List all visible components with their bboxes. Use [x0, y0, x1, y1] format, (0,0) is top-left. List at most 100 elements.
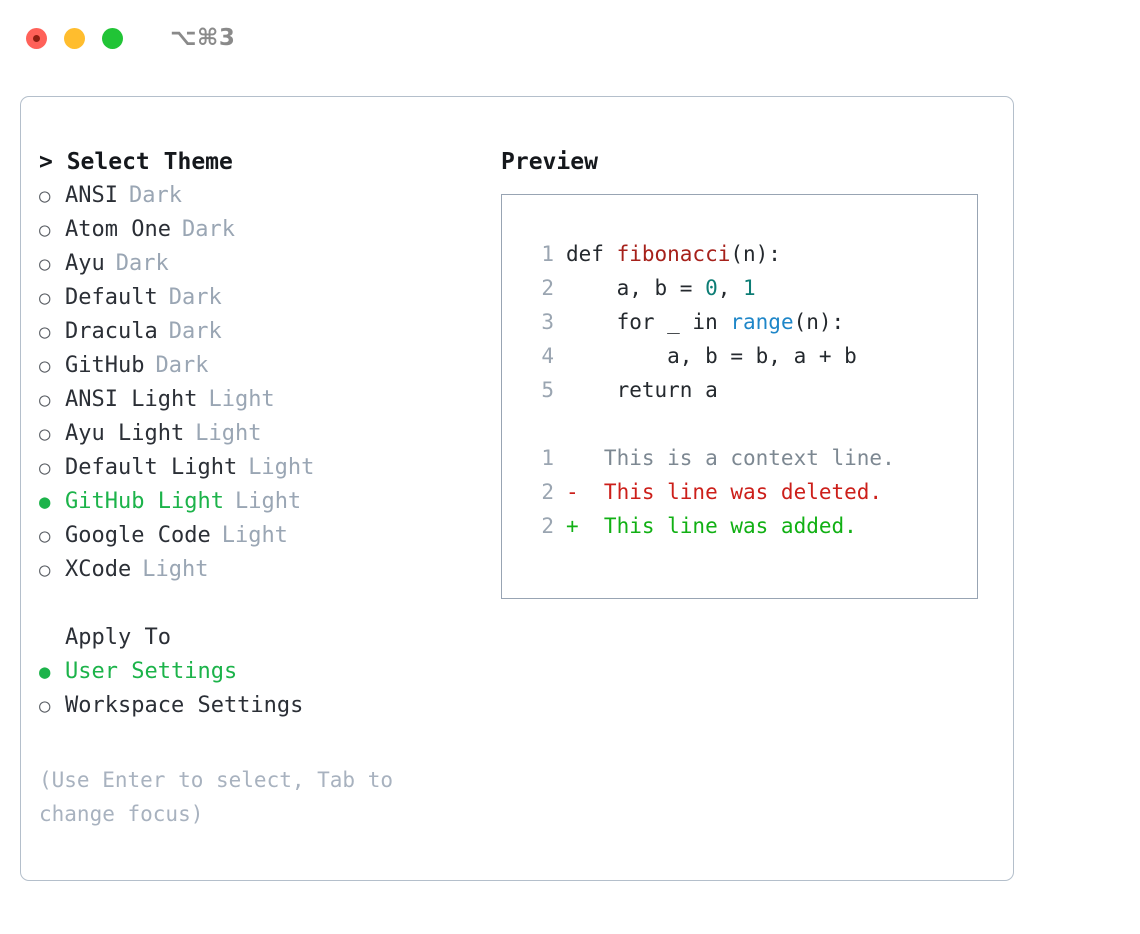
- radio-unselected-icon[interactable]: ○: [39, 559, 51, 581]
- apply-to-heading: Apply To: [65, 625, 171, 650]
- diff-line-content: - This line was deleted.: [566, 475, 882, 509]
- diff-line-text: This is a context line.: [591, 446, 895, 470]
- theme-option-label: GitHub: [65, 353, 145, 378]
- code-line-content: for _ in range(n):: [566, 305, 845, 339]
- theme-variant-badge: Light: [221, 523, 288, 548]
- keyboard-shortcut-hint: ⌥⌘3: [170, 25, 236, 51]
- code-line-content: return a: [566, 373, 718, 407]
- theme-option-label: Google Code: [65, 523, 211, 548]
- theme-option-label: XCode: [65, 557, 132, 582]
- radio-unselected-icon[interactable]: ○: [39, 389, 51, 411]
- theme-variant-badge: Light: [195, 421, 262, 446]
- diff-line-number: 2: [541, 480, 554, 504]
- radio-unselected-icon[interactable]: ○: [39, 457, 51, 479]
- code-token-plain: def: [566, 242, 617, 266]
- section-spacer: [39, 587, 481, 621]
- theme-option-label: ANSI: [65, 183, 118, 208]
- traffic-light-controls: [26, 27, 123, 49]
- theme-option-ansi-light[interactable]: ○ ANSI Light Light: [39, 383, 481, 417]
- diff-line-added: 2+ This line was added.: [524, 509, 977, 543]
- theme-option-label: GitHub Light: [65, 489, 224, 514]
- apply-to-option-workspace-settings[interactable]: ○ Workspace Settings: [39, 689, 481, 723]
- code-line-content: def fibonacci(n):: [566, 237, 781, 271]
- theme-variant-badge: Light: [208, 387, 275, 412]
- theme-variant-badge: Dark: [128, 183, 182, 208]
- code-line-number: 4: [541, 344, 554, 368]
- radio-unselected-icon[interactable]: ○: [39, 525, 51, 547]
- radio-unselected-icon[interactable]: ○: [39, 185, 51, 207]
- theme-variant-badge: Dark: [115, 251, 169, 276]
- theme-variant-badge: Light: [234, 489, 302, 514]
- radio-unselected-icon[interactable]: ○: [39, 287, 51, 309]
- theme-option-label: Ayu Light: [65, 421, 185, 446]
- code-diff-spacer: [524, 407, 977, 441]
- code-token-func: fibonacci: [616, 242, 731, 266]
- close-window-button[interactable]: [26, 27, 47, 49]
- radio-unselected-icon[interactable]: ○: [39, 219, 51, 241]
- apply-to-option-label: User Settings: [65, 659, 238, 684]
- diff-marker: +: [566, 514, 579, 538]
- theme-variant-badge: Dark: [168, 319, 222, 344]
- code-line: 5 return a: [524, 373, 977, 407]
- code-line: 3 for _ in range(n):: [524, 305, 977, 339]
- diff-line-text: This line was added.: [591, 514, 857, 538]
- theme-variant-badge: Dark: [181, 217, 235, 242]
- radio-selected-icon[interactable]: ●: [39, 491, 51, 513]
- theme-option-github[interactable]: ○ GitHub Dark: [39, 349, 481, 383]
- code-line-number: 5: [541, 378, 554, 402]
- code-token-call: range: [730, 310, 794, 334]
- radio-unselected-icon[interactable]: ○: [39, 253, 51, 275]
- code-token-plain: return a: [566, 378, 718, 402]
- diff-line-content: + This line was added.: [566, 509, 857, 543]
- code-line: 2 a, b = 0, 1: [524, 271, 977, 305]
- title-bar: ⌥⌘3: [0, 0, 1140, 76]
- maximize-window-button[interactable]: [102, 27, 123, 49]
- radio-selected-icon[interactable]: ●: [39, 661, 51, 683]
- diff-sample: 1 This is a context line. 2 - This line wa…: [524, 441, 977, 543]
- code-line-number: 2: [541, 276, 554, 300]
- theme-variant-badge: Dark: [155, 353, 209, 378]
- apply-to-option-user-settings[interactable]: ● User Settings: [39, 655, 481, 689]
- code-line: 4 a, b = b, a + b: [524, 339, 977, 373]
- radio-unselected-icon[interactable]: ○: [39, 695, 51, 717]
- code-token-plain: (n):: [730, 242, 781, 266]
- diff-line-text: This line was deleted.: [591, 480, 883, 504]
- keyboard-help-line-2: change focus): [39, 802, 204, 826]
- theme-option-google-code[interactable]: ○ Google Code Light: [39, 519, 481, 553]
- radio-unselected-icon[interactable]: ○: [39, 423, 51, 445]
- apply-to-option-label: Workspace Settings: [65, 693, 304, 718]
- diff-marker: [566, 441, 591, 475]
- diff-line-context: 1 This is a context line.: [524, 441, 977, 475]
- theme-option-label: ANSI Light: [65, 387, 198, 412]
- theme-option-ansi[interactable]: ○ ANSI Dark: [39, 179, 481, 213]
- select-theme-heading: > Select Theme: [39, 149, 233, 175]
- code-line-number: 3: [541, 310, 554, 334]
- code-token-plain: (n):: [793, 310, 845, 334]
- theme-option-label: Default Light: [65, 455, 238, 480]
- theme-option-label: Default: [65, 285, 158, 310]
- theme-option-ayu-light[interactable]: ○ Ayu Light Light: [39, 417, 481, 451]
- code-token-plain: ,: [717, 276, 744, 300]
- diff-line-content: This is a context line.: [566, 441, 895, 475]
- code-token-plain: for _ in: [566, 310, 731, 334]
- minimize-window-button[interactable]: [64, 27, 85, 49]
- preview-heading: Preview: [501, 149, 598, 175]
- code-token-num: 0: [705, 276, 718, 300]
- diff-line-deleted: 2 - This line was deleted.: [524, 475, 977, 509]
- theme-option-github-light[interactable]: ● GitHub Light Light: [39, 485, 481, 519]
- apply-to-option-list[interactable]: ● User Settings ○ Workspace Settings: [39, 655, 481, 723]
- radio-unselected-icon[interactable]: ○: [39, 321, 51, 343]
- radio-unselected-icon[interactable]: ○: [39, 355, 51, 377]
